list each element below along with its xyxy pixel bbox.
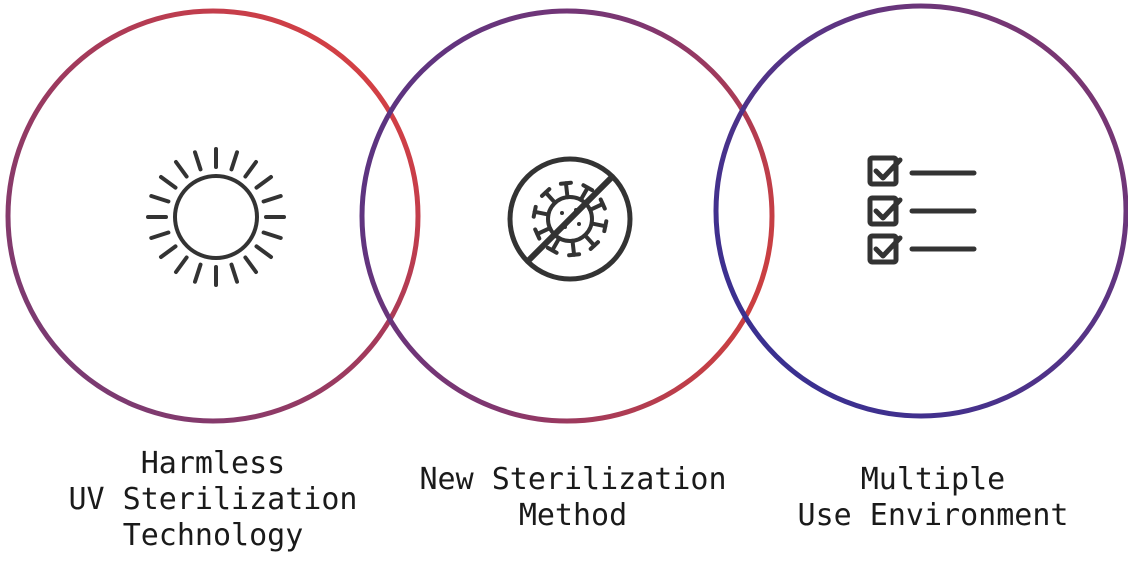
sun-ray	[229, 150, 239, 172]
virus-body	[546, 195, 594, 243]
virus-spike-cap	[567, 252, 582, 258]
caption-line: New Sterilization	[419, 462, 727, 497]
sun-ray	[229, 262, 239, 284]
virus-spike	[532, 209, 551, 217]
sun-ray	[243, 160, 258, 179]
virus-spike-cap	[531, 204, 538, 219]
virus-spike	[582, 233, 597, 248]
sun-ray	[193, 262, 203, 284]
feature-caption-uv-sterilization: Harmless UV Sterilization Technology	[48, 446, 378, 554]
ring-1	[5, 8, 421, 424]
virus-spike-cap	[540, 187, 552, 198]
virus-spike	[543, 190, 558, 205]
virus-spike	[563, 181, 570, 200]
caption-line: Method	[518, 498, 628, 533]
caption-line: Use Environment	[797, 498, 1069, 533]
ring-3	[713, 3, 1128, 419]
virus-dot	[577, 222, 581, 226]
virus-spike	[570, 238, 577, 257]
caption-line: Multiple	[860, 462, 1006, 497]
sun-ray	[159, 175, 178, 190]
sun-ray	[261, 230, 283, 240]
virus-spike	[550, 236, 562, 253]
virus-spike-cap	[588, 240, 600, 251]
virus-spike-cap	[602, 219, 609, 234]
virus-spike-cap	[533, 227, 542, 241]
sun-ray	[254, 244, 273, 259]
virus-spike-cap	[581, 183, 595, 193]
virus-spike	[589, 221, 608, 229]
checklist-icon	[867, 155, 977, 265]
caption-line: Harmless	[140, 446, 286, 481]
virus-spike	[578, 185, 590, 202]
virus-spike	[535, 226, 552, 236]
virus-spike-cap	[545, 245, 559, 255]
ring-2	[359, 8, 775, 424]
caption-line: UV Sterilization	[68, 482, 358, 517]
sun-ray	[149, 194, 171, 204]
virus-spike	[588, 202, 605, 212]
sun-ray	[193, 150, 203, 172]
feature-caption-new-method: New Sterilization Method	[398, 462, 748, 534]
feature-caption-multiple-use: Multiple Use Environment	[768, 462, 1098, 534]
no-virus-icon	[507, 156, 633, 282]
virus-dot	[560, 211, 564, 215]
sun-ray	[243, 255, 258, 274]
virus-spike-cap	[558, 180, 573, 186]
sun-ray	[159, 244, 178, 259]
sun-icon	[146, 147, 286, 287]
sun-ray	[174, 255, 189, 274]
sun-ray	[174, 160, 189, 179]
sun-ray	[254, 175, 273, 190]
caption-line: Technology	[122, 518, 304, 553]
sun-ray	[261, 194, 283, 204]
sun-ray	[149, 230, 171, 240]
virus-spike-cap	[598, 197, 607, 211]
